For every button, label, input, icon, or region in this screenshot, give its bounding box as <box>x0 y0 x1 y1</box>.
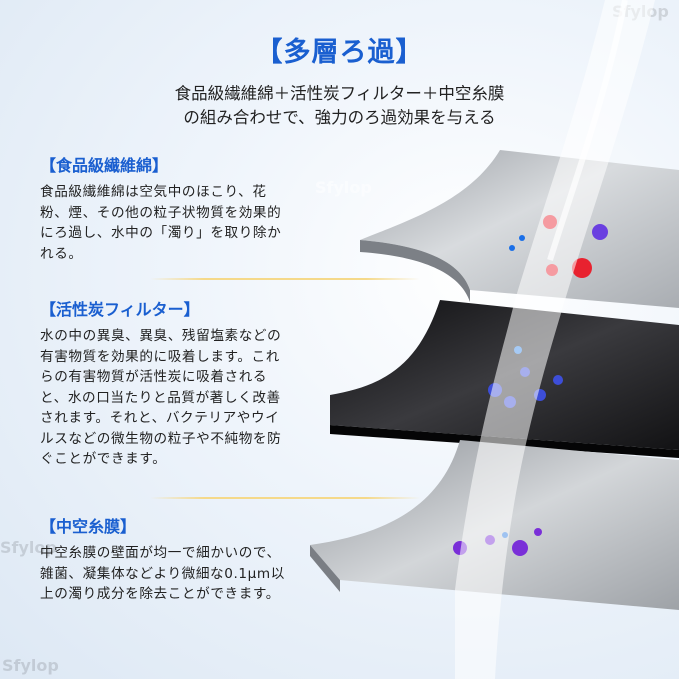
section-fiber-cotton: 【食品級繊維綿】 食品級繊維綿は空気中のほこり、花粉、煙、その他の粒子状物質を効… <box>40 152 290 264</box>
section-body: 中空糸膜の壁面が均一で細かいので、雑菌、凝集体などより微細な0.1μm以上の濁り… <box>40 545 285 602</box>
watermark: Sfylop <box>612 2 669 21</box>
section-body: 水の中の異臭、異臭、残留塩素などの有害物質を効果的に吸着します。これらの有害物質… <box>40 328 282 467</box>
section-body: 食品級繊維綿は空気中のほこり、花粉、煙、その他の粒子状物質を効果的にろ過し、水中… <box>40 184 282 262</box>
watermark: Sfylop <box>2 656 59 675</box>
section-activated-carbon: 【活性炭フィルター】 水の中の異臭、異臭、残留塩素などの有害物質を効果的に吸着し… <box>40 296 290 470</box>
divider <box>150 497 420 499</box>
section-heading: 【食品級繊維綿】 <box>40 156 169 175</box>
subtitle-line: 食品級繊維綿＋活性炭フィルター＋中空糸膜 <box>174 84 505 103</box>
page-title: 【多層ろ過】 <box>255 37 424 68</box>
watermark: Sfylop <box>315 178 372 197</box>
subtitle-line: の組み合わせで、強力のろ過効果を与える <box>183 108 496 127</box>
activated-carbon-layer <box>330 300 679 458</box>
section-hollow-fiber-membrane: 【中空糸膜】 中空糸膜の壁面が均一で細かいので、雑菌、凝集体などより微細な0.1… <box>40 513 290 605</box>
section-heading: 【中空糸膜】 <box>40 517 137 536</box>
watermark: Sfylop <box>0 538 57 557</box>
section-heading: 【活性炭フィルター】 <box>40 300 200 319</box>
hollow-fiber-membrane-layer <box>310 440 679 610</box>
page-subtitle: 食品級繊維綿＋活性炭フィルター＋中空糸膜 の組み合わせで、強力のろ過効果を与える <box>0 82 679 130</box>
divider <box>150 278 420 280</box>
filter-layers-illustration <box>310 150 679 610</box>
fiber-cotton-layer <box>360 150 679 308</box>
